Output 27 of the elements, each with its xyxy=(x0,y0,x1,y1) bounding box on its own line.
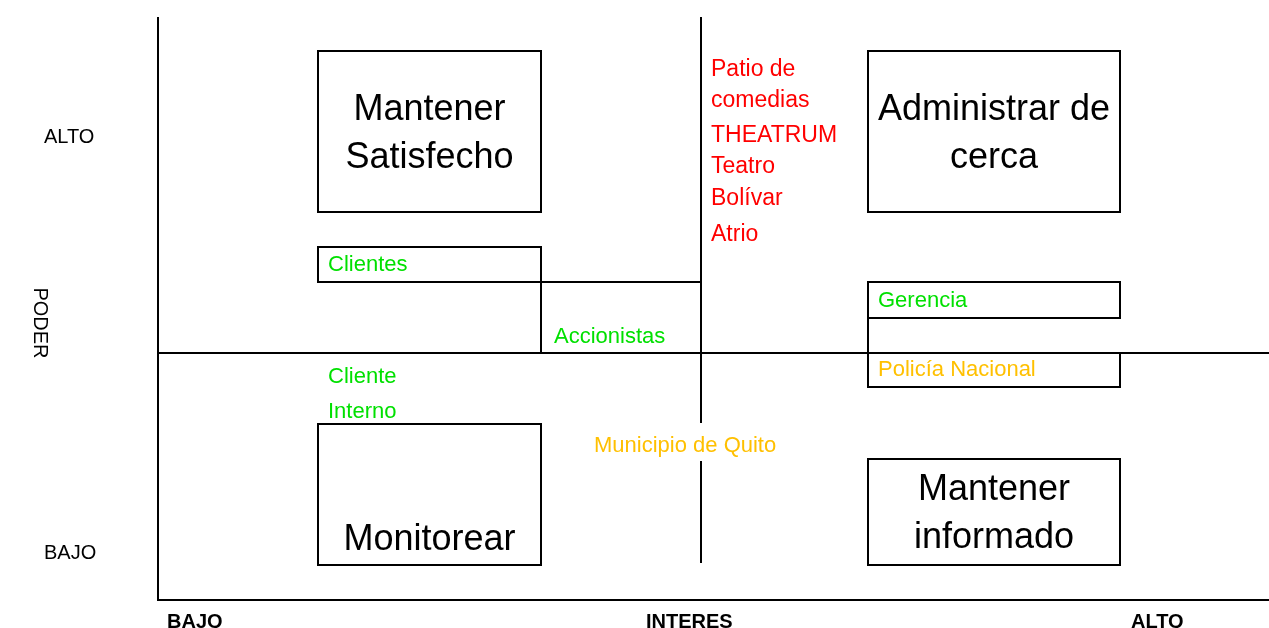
stakeholder-label: Cliente Interno xyxy=(328,362,398,425)
node-text: Clientes xyxy=(328,250,408,278)
axis-label: ALTO xyxy=(1131,609,1184,628)
strategy-box xyxy=(867,458,1121,566)
node-text: Gerencia xyxy=(878,286,968,314)
stakeholder-box xyxy=(540,281,702,354)
strategy-box xyxy=(317,423,542,566)
axis-label: BAJO xyxy=(44,540,97,565)
node-text: Policía Nacional xyxy=(878,355,1036,383)
node-text: Administrar de cerca xyxy=(876,85,1112,178)
axis-title: INTERES xyxy=(646,609,733,628)
node-text: Mantener informado xyxy=(912,466,1076,558)
node-text: Accionistas xyxy=(554,322,666,350)
stakeholder-box xyxy=(317,246,542,283)
strategy-box xyxy=(317,50,542,213)
node-text: Monitorear xyxy=(343,516,516,560)
stakeholder-box xyxy=(867,281,1121,319)
stakeholder-label: THEATRUM xyxy=(711,120,838,149)
stakeholder-label: Patio de comedias xyxy=(711,54,811,114)
axis-title: PODER xyxy=(28,287,53,359)
stakeholder-box xyxy=(867,352,1121,388)
axis-label: ALTO xyxy=(44,124,95,149)
axis-label: BAJO xyxy=(167,609,223,628)
stakeholder-label: Atrio xyxy=(711,219,759,248)
node-text: Mantener Satisfecho xyxy=(344,85,515,178)
strategy-box xyxy=(867,50,1121,213)
stakeholder-label: Teatro Bolívar xyxy=(711,151,784,212)
